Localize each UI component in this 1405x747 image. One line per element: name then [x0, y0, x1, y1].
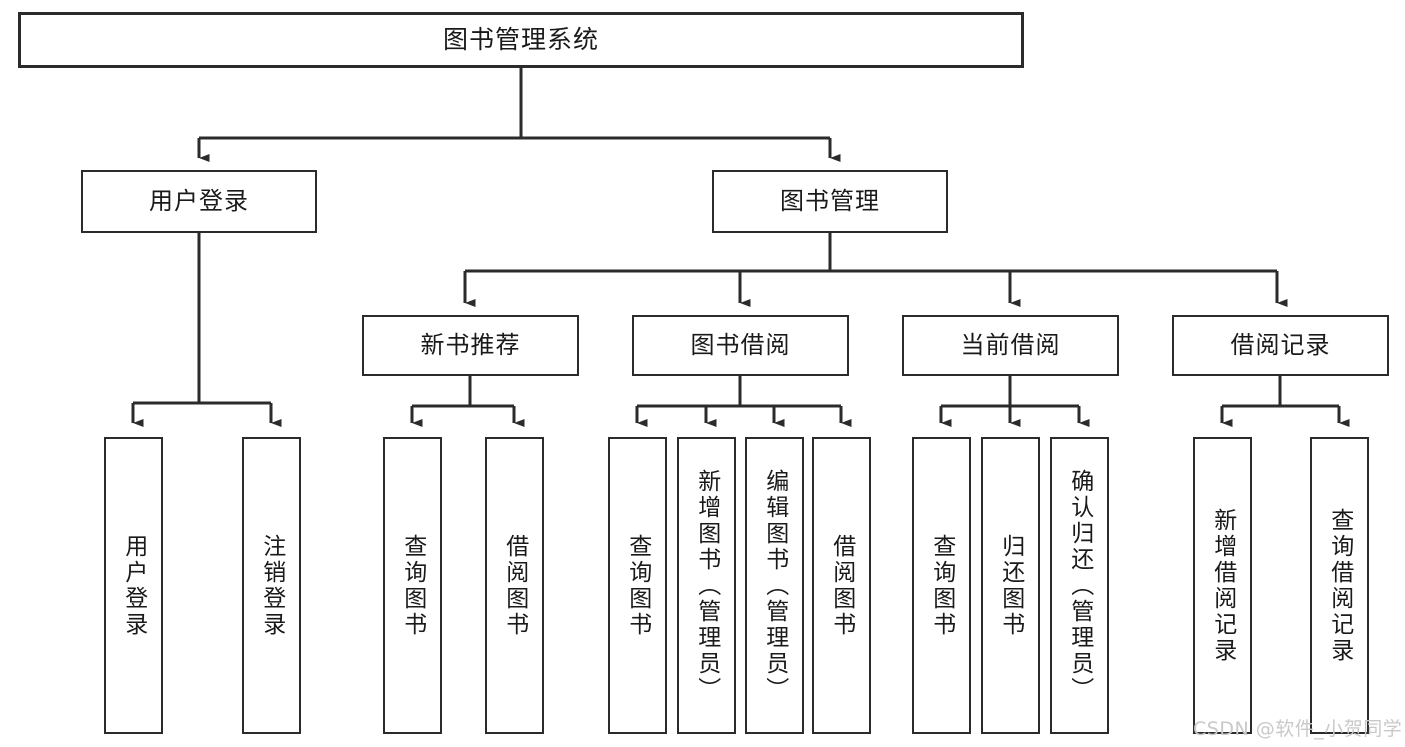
node-book-manage-label: 图书管理 — [780, 187, 880, 216]
leaf-user-login-label: 用户登录 — [120, 533, 147, 638]
leaf-query-record-label: 查询借阅记录 — [1326, 507, 1353, 664]
leaf-borrow-book-2-label: 借阅图书 — [828, 533, 855, 638]
node-book-borrow-label: 图书借阅 — [690, 331, 791, 360]
node-new-book-recommend-label: 新书推荐 — [420, 331, 521, 360]
node-new-book-recommend[interactable]: 新书推荐 — [362, 315, 579, 376]
leaf-logout-login[interactable]: 注销登录 — [242, 437, 301, 734]
node-borrow-record-label: 借阅记录 — [1230, 331, 1331, 360]
leaf-edit-book[interactable]: 编辑图书（管理员） — [745, 437, 804, 734]
leaf-user-login[interactable]: 用户登录 — [104, 437, 163, 734]
node-book-manage[interactable]: 图书管理 — [712, 170, 948, 233]
watermark: CSDN @软件_小贺同学 — [1193, 718, 1403, 740]
node-current-borrow[interactable]: 当前借阅 — [902, 315, 1119, 376]
leaf-return-book-label: 归还图书 — [997, 533, 1024, 638]
leaf-borrow-book-1-label: 借阅图书 — [501, 533, 528, 638]
leaf-edit-book-label: 编辑图书（管理员） — [761, 468, 788, 703]
leaf-add-record-label: 新增借阅记录 — [1209, 507, 1236, 664]
leaf-borrow-book-1[interactable]: 借阅图书 — [485, 437, 544, 734]
node-root-label: 图书管理系统 — [442, 25, 599, 55]
node-borrow-record[interactable]: 借阅记录 — [1172, 315, 1389, 376]
node-user-login[interactable]: 用户登录 — [81, 170, 317, 233]
leaf-borrow-book-2[interactable]: 借阅图书 — [812, 437, 871, 734]
leaf-confirm-return-label: 确认归还（管理员） — [1066, 468, 1093, 703]
leaf-confirm-return[interactable]: 确认归还（管理员） — [1050, 437, 1109, 734]
leaf-query-book-3-label: 查询图书 — [928, 533, 955, 638]
leaf-add-record[interactable]: 新增借阅记录 — [1193, 437, 1252, 734]
node-root[interactable]: 图书管理系统 — [18, 12, 1024, 68]
leaf-add-book[interactable]: 新增图书（管理员） — [677, 437, 736, 734]
node-current-borrow-label: 当前借阅 — [960, 331, 1061, 360]
leaf-logout-login-label: 注销登录 — [258, 533, 285, 638]
leaf-add-book-label: 新增图书（管理员） — [693, 468, 720, 703]
leaf-query-book-2-label: 查询图书 — [624, 533, 651, 638]
leaf-query-book-1[interactable]: 查询图书 — [383, 437, 442, 734]
node-user-login-label: 用户登录 — [149, 187, 249, 216]
leaf-query-record[interactable]: 查询借阅记录 — [1310, 437, 1369, 734]
leaf-query-book-1-label: 查询图书 — [399, 533, 426, 638]
leaf-query-book-2[interactable]: 查询图书 — [608, 437, 667, 734]
leaf-query-book-3[interactable]: 查询图书 — [912, 437, 971, 734]
leaf-return-book[interactable]: 归还图书 — [981, 437, 1040, 734]
node-book-borrow[interactable]: 图书借阅 — [632, 315, 849, 376]
